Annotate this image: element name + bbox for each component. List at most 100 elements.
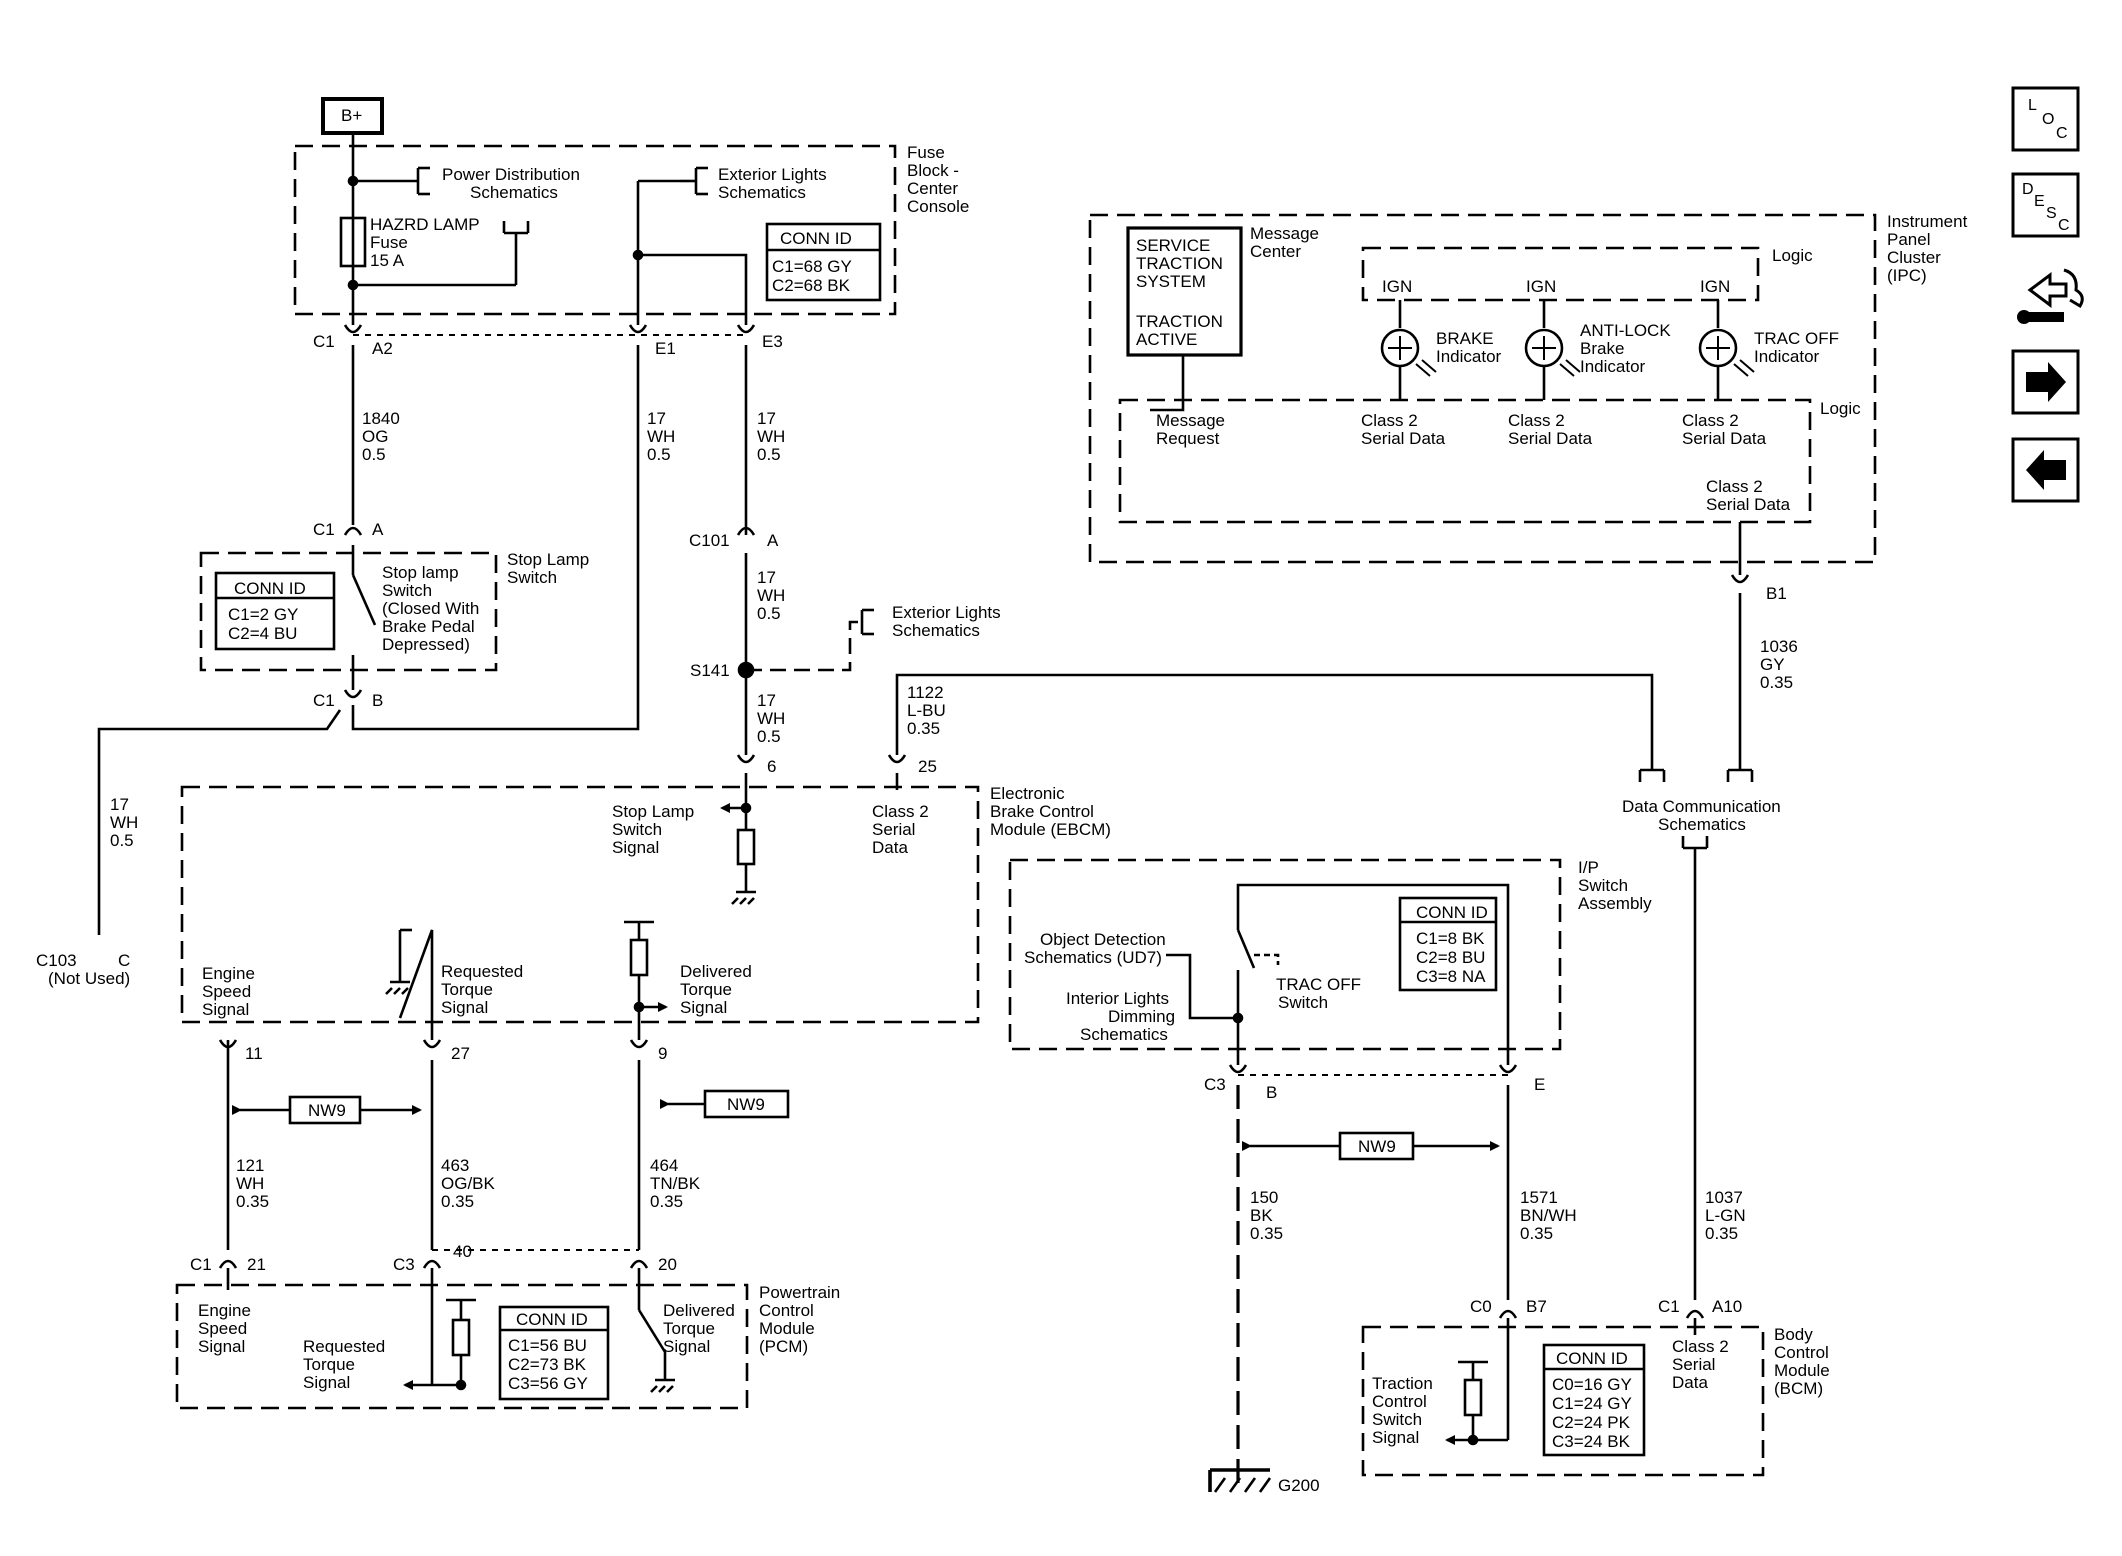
wire-color: BK (1250, 1206, 1273, 1225)
engine-speed-signal: Signal (198, 1337, 245, 1356)
req-torque-signal: Torque (441, 980, 493, 999)
stop-lamp-signal: Switch (612, 820, 662, 839)
conn-id-line: C2=68 BK (772, 276, 851, 295)
conn-id-line: C0=16 GY (1552, 1375, 1632, 1394)
stop-lamp-signal: Signal (612, 838, 659, 857)
bcm-title-2: Control (1774, 1343, 1829, 1362)
object-detection-label: Schematics (UD7) (1024, 948, 1162, 967)
wire-circuit: 150 (1250, 1188, 1278, 1207)
class2-serial-data: Serial Data (1682, 429, 1767, 448)
connector-label: C1 (313, 691, 335, 710)
ipc-title-4: (IPC) (1887, 266, 1927, 285)
wire-circuit: 17 (647, 409, 666, 428)
loc-button[interactable]: L O C (2011, 86, 2080, 152)
ip-switch-box (1008, 858, 1562, 1051)
splice-label: S141 (690, 661, 730, 680)
class2-serial-data: Class 2 (1361, 411, 1418, 430)
component-view-icon[interactable] (2017, 268, 2084, 324)
pin-label: 25 (918, 757, 937, 776)
pin-label: E1 (655, 339, 676, 358)
wire-color: WH (757, 709, 785, 728)
wire-gauge: 0.5 (757, 445, 781, 464)
power-dist-label-1: Power Distribution (442, 165, 580, 184)
wire-circuit: 1840 (362, 409, 400, 428)
ebcm-title-1: Electronic (990, 784, 1065, 803)
pin-label: E3 (762, 332, 783, 351)
wire-gauge: 0.5 (647, 445, 671, 464)
pin-label: C (118, 951, 130, 970)
wire-circuit: 17 (757, 691, 776, 710)
fuse-label-3: 15 A (370, 251, 405, 270)
wire-gauge: 0.5 (362, 445, 386, 464)
wire-color: L-BU (907, 701, 946, 720)
del-torque-signal: Torque (680, 980, 732, 999)
conn-id-line: C2=73 BK (508, 1355, 587, 1374)
conn-id-line: C2=4 BU (228, 624, 297, 643)
class2-label: Serial (872, 820, 915, 839)
fuse-label-1: HAZRD LAMP (370, 215, 480, 234)
fuse-block-title-2: Block - (907, 161, 959, 180)
stop-lamp-desc: Stop lamp (382, 563, 459, 582)
brake-indicator-label: BRAKE (1436, 329, 1494, 348)
class2-serial-data: Class 2 (1706, 477, 1763, 496)
pcm-title-1: Powertrain (759, 1283, 840, 1302)
pin-label: A (767, 531, 779, 550)
wire-circuit: 1571 (1520, 1188, 1558, 1207)
desc-letter: E (2034, 193, 2045, 210)
conn-id-title: CONN ID (234, 579, 306, 598)
conn-id-title: CONN ID (780, 229, 852, 248)
wire-color: GY (1760, 655, 1785, 674)
ext-lights-label-2: Schematics (892, 621, 980, 640)
stop-lamp-title-2: Switch (507, 568, 557, 587)
message-request-label: Message (1156, 411, 1225, 430)
ip-switch-title-2: Switch (1578, 876, 1628, 895)
pin-label: 21 (247, 1255, 266, 1274)
conn-id-line: C3=24 BK (1552, 1432, 1631, 1451)
req-torque-signal: Requested (441, 962, 523, 981)
trac-off-switch-label: TRAC OFF (1276, 975, 1361, 994)
connector-label: C1 (313, 520, 335, 539)
interior-lights-label: Schematics (1080, 1025, 1168, 1044)
message-center-label: Center (1250, 242, 1301, 261)
class2-label: Serial (1672, 1355, 1715, 1374)
nw9-label: NW9 (308, 1101, 346, 1120)
conn-id-line: C3=8 NA (1416, 967, 1486, 986)
pin-label: 9 (658, 1044, 667, 1063)
wire-circuit: 17 (757, 409, 776, 428)
ipc-box (1088, 213, 1877, 564)
pin-label: 40 (453, 1242, 472, 1261)
engine-speed-signal: Speed (198, 1319, 247, 1338)
wire-color: WH (757, 586, 785, 605)
message-center-label: Message (1250, 224, 1319, 243)
next-arrow-button[interactable] (2011, 349, 2080, 415)
conn-id-line: C1=68 GY (772, 257, 852, 276)
dcs-label: Data Communication (1622, 797, 1781, 816)
desc-button[interactable]: D E S C (2011, 172, 2080, 238)
stop-lamp-title-1: Stop Lamp (507, 550, 589, 569)
abs-indicator-label: ANTI-LOCK (1580, 321, 1671, 340)
ign-label: IGN (1700, 277, 1730, 296)
wire-circuit: 1036 (1760, 637, 1798, 656)
dcs-label: Schematics (1658, 815, 1746, 834)
bcm-title-4: (BCM) (1774, 1379, 1823, 1398)
nw9-label: NW9 (1358, 1137, 1396, 1156)
ip-switch-title-1: I/P (1578, 858, 1599, 877)
pcm-box (175, 1283, 749, 1410)
ign-label: IGN (1382, 277, 1412, 296)
class2-serial-data: Serial Data (1361, 429, 1446, 448)
ebcm-title-3: Module (EBCM) (990, 820, 1111, 839)
desc-letter: D (2022, 181, 2034, 198)
conn-id-line: C1=8 BK (1416, 929, 1485, 948)
wire-gauge: 0.35 (1760, 673, 1793, 692)
fuse-block-title-4: Console (907, 197, 969, 216)
previous-arrow-button[interactable] (2011, 437, 2080, 503)
pin-label: 6 (767, 757, 776, 776)
trac-off-indicator-label: Indicator (1754, 347, 1820, 366)
service-traction-text: TRACTION (1136, 254, 1223, 273)
ipc-title-1: Instrument (1887, 212, 1968, 231)
traction-active-text: TRACTION (1136, 312, 1223, 331)
conn-id-line: C3=56 GY (508, 1374, 588, 1393)
pin-label: B7 (1526, 1297, 1547, 1316)
pin-label: A2 (372, 339, 393, 358)
